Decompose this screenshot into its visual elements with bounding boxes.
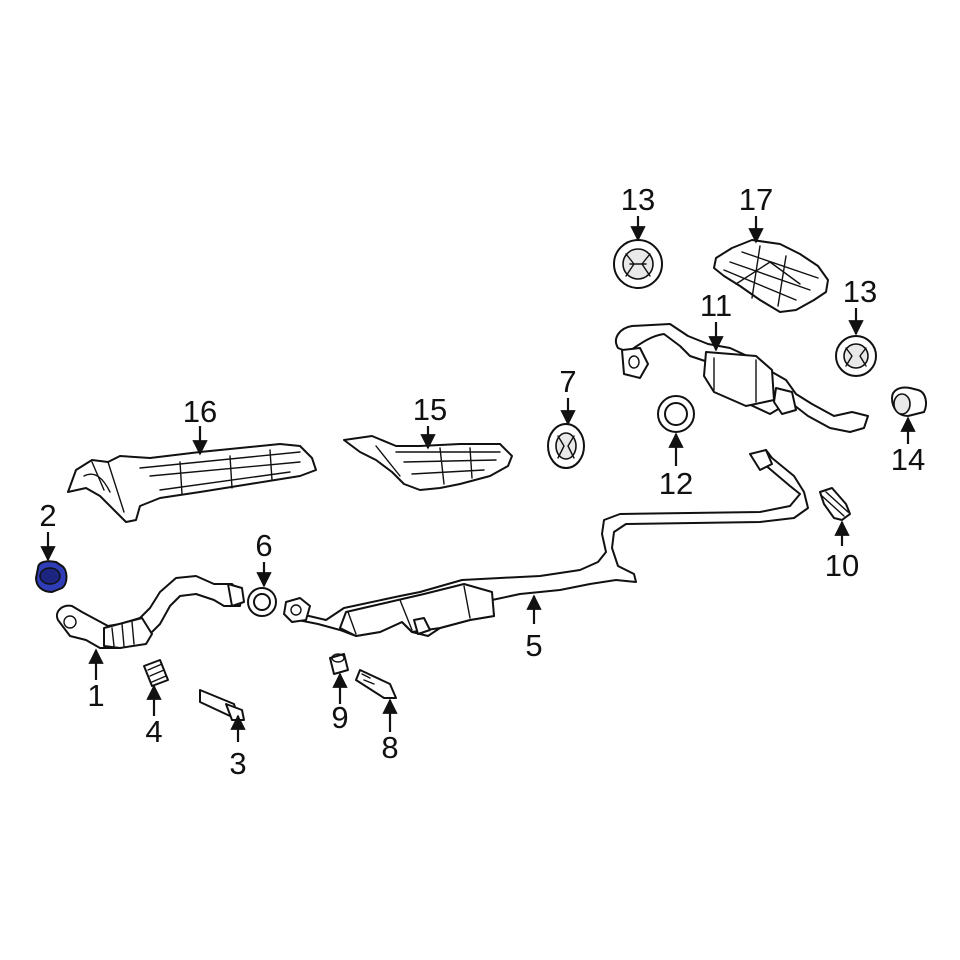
- callout-13-upper: 13: [621, 182, 655, 217]
- part-9-stud[interactable]: [329, 653, 349, 675]
- part-11-muffler-assembly[interactable]: [614, 323, 869, 433]
- callout-16: 16: [183, 394, 217, 429]
- part-4-stud[interactable]: [143, 659, 169, 687]
- callout-5: 5: [525, 628, 542, 663]
- part-8-bolt[interactable]: [355, 669, 397, 699]
- callout-10: 10: [825, 548, 859, 583]
- callout-8: 8: [381, 730, 398, 765]
- part-16-front-heat-shield[interactable]: [67, 443, 317, 523]
- callout-labels: 1 2 3 4 5 6 7 8 9 10 11 12 13 13 14 15 1…: [39, 182, 925, 781]
- callout-14: 14: [891, 442, 925, 477]
- part-3-bolt[interactable]: [199, 689, 245, 721]
- part-2-highlighted[interactable]: [34, 560, 68, 594]
- callout-7: 7: [559, 364, 576, 399]
- part-13-hanger-upper[interactable]: [613, 239, 663, 289]
- part-15-center-heat-shield[interactable]: [343, 435, 513, 491]
- part-10-bolt[interactable]: [819, 487, 851, 521]
- callout-2: 2: [39, 498, 56, 533]
- callout-11: 11: [700, 288, 732, 323]
- part-12-gasket[interactable]: [657, 395, 695, 433]
- part-6-gasket[interactable]: [247, 587, 277, 617]
- part-17-rear-heat-shield[interactable]: [713, 239, 829, 313]
- callout-15: 15: [413, 392, 447, 427]
- callout-9: 9: [331, 700, 348, 735]
- callout-13-right: 13: [843, 274, 877, 309]
- part-2-top: [39, 567, 61, 585]
- part-5-center-pipe[interactable]: [283, 449, 809, 637]
- part-1-front-pipe[interactable]: [56, 575, 245, 649]
- part-13-hanger-right[interactable]: [835, 335, 877, 377]
- callout-3: 3: [229, 746, 246, 781]
- part-14-sleeve[interactable]: [891, 386, 927, 417]
- callout-6: 6: [255, 528, 272, 563]
- callout-1: 1: [87, 678, 104, 713]
- callout-17: 17: [739, 182, 773, 217]
- callout-12: 12: [659, 466, 693, 501]
- callout-4: 4: [145, 714, 162, 749]
- part-7-hanger[interactable]: [547, 423, 585, 469]
- callout-pointers: [40, 216, 916, 742]
